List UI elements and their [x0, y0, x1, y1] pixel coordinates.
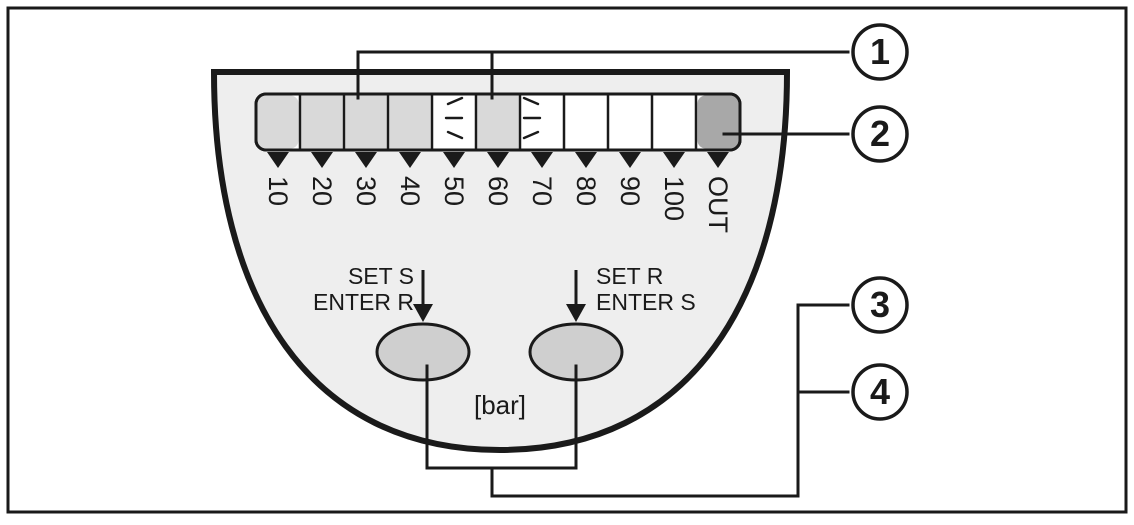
callout-1: 1 [870, 31, 890, 72]
scale-marker [311, 152, 333, 168]
scale-marker [487, 152, 509, 168]
device-face [210, 69, 791, 454]
scale-marker [531, 152, 553, 168]
led-segment-20 [301, 95, 343, 149]
button-arrows [413, 270, 586, 322]
scale-marker [619, 152, 641, 168]
led-segment-40 [389, 95, 431, 149]
left-button-label-1: SET S [348, 263, 414, 289]
scale-marker [267, 152, 289, 168]
scale-marker [443, 152, 465, 168]
callout-circle-2 [851, 105, 909, 163]
scale-label-out: OUT [703, 176, 733, 233]
scale-marker [355, 152, 377, 168]
callouts: 1 2 3 4 [851, 23, 909, 421]
scale-marker [663, 152, 685, 168]
scale-label-30: 30 [351, 176, 381, 206]
scale-label-60: 60 [483, 176, 513, 206]
scale-label-90: 90 [615, 176, 645, 206]
scale-label-40: 40 [395, 176, 425, 206]
scale-label-20: 20 [307, 176, 337, 206]
callout-3: 3 [870, 284, 890, 325]
callout-2: 2 [870, 113, 890, 154]
callout-circle-4 [851, 363, 909, 421]
scale-label-70: 70 [527, 176, 557, 206]
callout-4: 4 [870, 371, 890, 412]
scale-label-100: 100 [659, 176, 689, 221]
scale-label-50: 50 [439, 176, 469, 206]
callout-circle-3 [851, 276, 909, 334]
left-button-label-2: ENTER R [313, 289, 414, 315]
right-button-label-1: SET R [596, 263, 663, 289]
led-segment-50 [433, 95, 475, 149]
led-segment-80 [565, 95, 607, 149]
led-segment-10 [257, 95, 299, 149]
scale-marker [707, 152, 729, 168]
unit-label: [bar] [474, 390, 526, 420]
set-s-enter-r-button[interactable] [375, 322, 471, 382]
flash-marks [444, 96, 542, 140]
scale-marker [575, 152, 597, 168]
scale-label-80: 80 [571, 176, 601, 206]
led-bar [254, 92, 742, 152]
led-bar-outline [254, 92, 742, 152]
led-segment-100 [653, 95, 695, 149]
callout-circle-1 [851, 23, 909, 81]
right-button-label-2: ENTER S [596, 289, 696, 315]
scale-marker [399, 152, 421, 168]
leader-lines [356, 50, 850, 498]
led-segment-90 [609, 95, 651, 149]
led-segment-70 [521, 95, 563, 149]
led-segment-60 [477, 95, 519, 149]
scale-label-10: 10 [263, 176, 293, 206]
scale: 10 20 30 40 50 60 70 80 90 100 OUT [263, 152, 733, 233]
led-segment-out [697, 95, 739, 149]
led-segment-30 [345, 95, 387, 149]
